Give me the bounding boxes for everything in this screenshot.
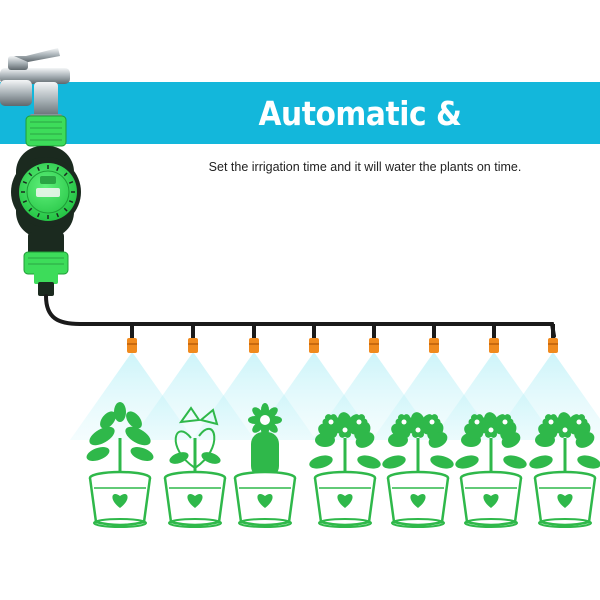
heart-icon (337, 494, 353, 508)
potted-plant-icon (529, 412, 600, 528)
heart-icon (557, 494, 573, 508)
drip-nozzle-icon (188, 324, 198, 353)
drip-nozzle-icon (309, 324, 319, 353)
drip-nozzle-icon (249, 324, 259, 353)
potted-plant-icon (86, 402, 154, 528)
drip-nozzle-icon (369, 324, 379, 353)
potted-plant-icon (163, 406, 227, 528)
drip-nozzle-icon (548, 324, 558, 353)
subheadline-text: Set the irrigation time and it will wate… (208, 160, 522, 174)
headline-text: Automatic & intelligent (258, 94, 462, 185)
potted-plant-icon (455, 412, 527, 528)
heart-icon (483, 494, 499, 508)
water-timer-icon (11, 115, 81, 296)
headline-banner (0, 82, 600, 144)
drip-nozzle-icon (127, 324, 137, 353)
heart-icon (112, 494, 128, 508)
potted-plant-icon (233, 403, 297, 528)
heart-icon (410, 494, 426, 508)
drip-pipe (44, 294, 556, 338)
potted-plant-icon (309, 412, 381, 528)
heart-icon (257, 494, 273, 508)
faucet-icon (0, 48, 70, 120)
potted-plants (86, 402, 600, 528)
drip-nozzle-icon (429, 324, 439, 353)
heart-icon (187, 494, 203, 508)
water-spray-mist (70, 352, 600, 440)
potted-plant-icon (382, 412, 454, 528)
drip-nozzles (127, 324, 558, 353)
drip-nozzle-icon (489, 324, 499, 353)
